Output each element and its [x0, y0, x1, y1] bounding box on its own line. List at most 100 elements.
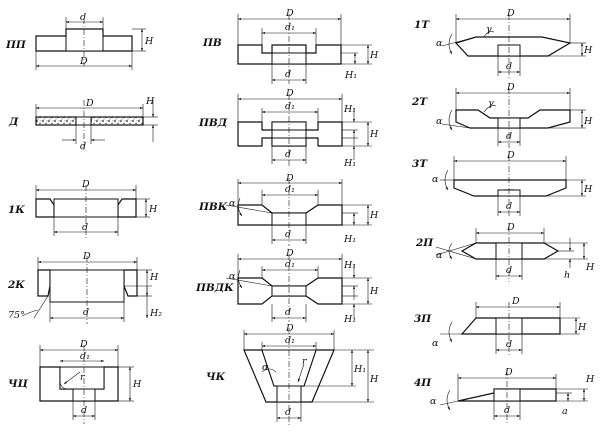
profile-chc: ЧЦ D d₁ r d H: [8, 339, 142, 424]
profile-4p: 4П D α d H a: [414, 367, 595, 424]
dim-H: H: [583, 184, 593, 195]
dim-d: d: [506, 131, 512, 142]
dim-d: d: [80, 12, 86, 23]
dim-d: d: [285, 69, 291, 80]
dim-d: d: [504, 405, 510, 416]
dim-gamma: γ: [488, 98, 494, 109]
profile-label: 2Т: [411, 96, 428, 108]
dim-H: H: [583, 45, 593, 56]
dim-alpha: α: [262, 362, 269, 373]
dim-D: D: [79, 339, 88, 350]
dim-d: d: [285, 407, 291, 418]
dim-H: H: [585, 262, 595, 273]
dim-alpha: α: [432, 174, 439, 185]
profile-1t: 1Т D α γ d H: [414, 8, 593, 78]
dim-r: r: [80, 372, 86, 383]
dim-H: H: [577, 322, 587, 333]
dim-H: H: [148, 204, 158, 215]
dim-r: r: [302, 356, 308, 367]
dim-H: H: [369, 286, 379, 297]
dim-H: H: [132, 379, 142, 390]
dim-d: d: [80, 141, 86, 152]
dim-h: h: [564, 270, 570, 281]
profile-label: ЧЦ: [8, 378, 29, 390]
dim-d1: d₁: [285, 22, 295, 33]
dim-H1-top: H₁: [343, 260, 356, 271]
dim-d: d: [285, 229, 291, 240]
dim-D: D: [82, 251, 91, 262]
dim-D: D: [506, 222, 515, 233]
dim-alpha: α: [436, 116, 443, 127]
dim-D: D: [506, 82, 515, 93]
profile-label: 2П: [415, 237, 434, 249]
dim-D: D: [285, 323, 294, 334]
dim-H: H: [149, 272, 159, 283]
profile-label: ПВ: [202, 37, 222, 49]
dim-H: H: [144, 36, 154, 47]
profile-label: ПП: [5, 39, 27, 51]
profile-label: ПВД: [198, 117, 228, 129]
dim-H: H: [369, 50, 379, 61]
dim-H: H: [585, 374, 595, 385]
dim-d1: d₁: [285, 335, 295, 346]
dim-d: d: [506, 265, 512, 276]
dim-d1: d₁: [285, 184, 295, 195]
dim-D: D: [79, 56, 88, 67]
profile-label: Д: [8, 116, 19, 128]
dim-gamma: γ: [486, 24, 492, 35]
profile-1k: 1К D d H: [8, 179, 158, 238]
profile-2p: 2П D α d H h: [415, 222, 595, 282]
dim-D: D: [285, 248, 294, 259]
dim-H: H: [145, 96, 155, 107]
profile-label: ЧК: [206, 371, 226, 383]
dim-d: d: [506, 61, 512, 72]
profile-d: Д D d H: [8, 96, 158, 152]
profile-2t: 2Т D α γ d H: [411, 82, 593, 148]
dim-D: D: [506, 8, 515, 19]
profile-label: 3П: [414, 313, 432, 325]
dim-alpha: α: [436, 38, 443, 49]
dim-alpha: α: [229, 198, 236, 209]
dim-H: H: [583, 116, 593, 127]
dim-D: D: [506, 150, 515, 161]
profile-label: 4П: [414, 377, 432, 389]
dim-d: d: [285, 149, 291, 160]
dim-d1: d₁: [80, 351, 90, 362]
dim-D: D: [285, 88, 294, 99]
profile-pp: ПП d D H: [5, 12, 154, 70]
dim-H: H: [369, 374, 379, 385]
dim-d1: d₁: [285, 259, 295, 270]
dim-H1-bottom: H₁: [343, 314, 356, 325]
profile-label: ПВК: [198, 201, 228, 213]
profile-label: ПВДК: [195, 282, 234, 294]
profile-2k: 2К D d H H₂ 75°: [7, 251, 162, 324]
dim-H: H: [369, 129, 379, 140]
profile-chk: ЧК D d₁ α r d H H₁: [206, 323, 379, 426]
profile-pvd: ПВД D d₁ d H₁ H H₁: [198, 88, 379, 169]
dim-D: D: [285, 173, 294, 184]
dim-d: d: [506, 339, 512, 350]
dim-D: D: [285, 8, 294, 19]
dim-H1: H₁: [344, 70, 357, 81]
profile-label: 1Т: [414, 19, 430, 31]
dim-alpha: α: [436, 250, 443, 261]
profile-label: 2К: [7, 279, 25, 291]
dim-H2: H₂: [149, 308, 162, 319]
profile-3t: 3Т D α d H: [412, 150, 593, 218]
profile-label: 3Т: [412, 158, 428, 170]
dim-a: a: [562, 406, 568, 417]
dim-d: d: [81, 405, 87, 416]
dim-d: d: [285, 307, 291, 318]
profile-3p: 3П D α d H: [414, 296, 587, 356]
profile-label: 1К: [8, 204, 25, 216]
dim-H1-bottom: H₁: [343, 158, 356, 169]
dim-alpha: α: [430, 396, 437, 407]
dim-d: d: [83, 307, 89, 318]
dim-H: H: [369, 210, 379, 221]
dim-alpha: α: [229, 271, 236, 282]
dim-D: D: [511, 296, 520, 307]
profile-pvdk: ПВДК D d₁ d α H₁ H H₁: [195, 248, 379, 325]
dim-d: d: [506, 201, 512, 212]
dim-alpha: α: [432, 338, 439, 349]
